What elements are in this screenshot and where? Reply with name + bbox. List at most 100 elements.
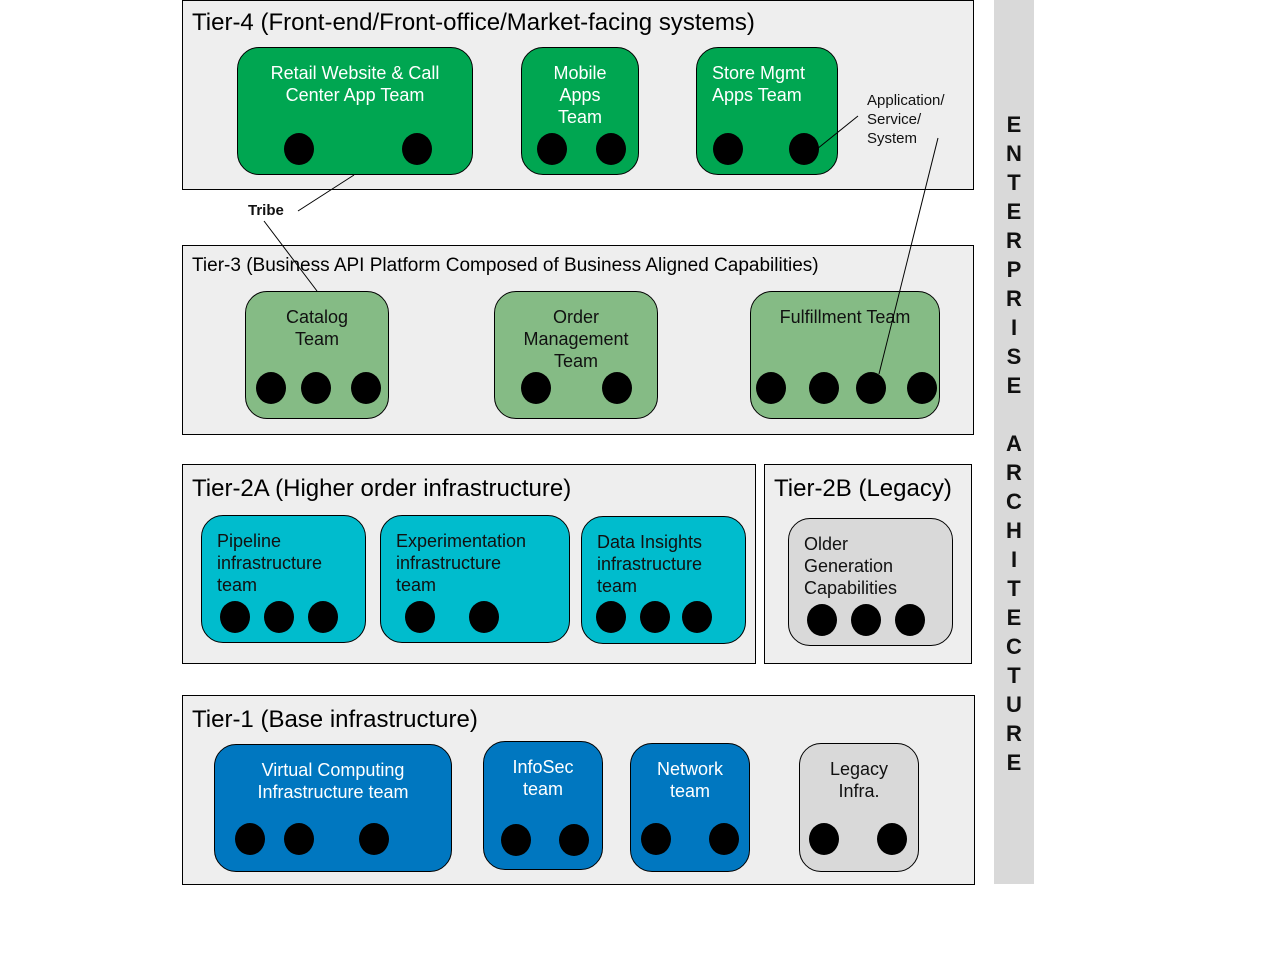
- team-pipeline-infrastructure[interactable]: Pipeline infrastructure team: [201, 515, 366, 643]
- team-retail-website[interactable]: Retail Website & Call Center App Team: [237, 47, 473, 175]
- tier-2a-title: Tier-2A (Higher order infrastructure): [192, 475, 572, 502]
- team-virtual-computing-infrastructure[interactable]: Virtual Computing Infrastructure team: [214, 744, 452, 872]
- app-dot[interactable]: [469, 601, 499, 633]
- app-dot[interactable]: [537, 133, 567, 165]
- app-dot[interactable]: [789, 133, 819, 165]
- tier-3-panel: Tier-3 (Business API Platform Composed o…: [182, 245, 974, 435]
- team-label: Pipeline infrastructure team: [217, 531, 323, 595]
- side-label-letter: R: [1006, 228, 1022, 253]
- app-dot[interactable]: [405, 601, 435, 633]
- team-label: Legacy Infra.: [829, 759, 889, 801]
- team-order-management[interactable]: Order Management Team: [494, 291, 658, 419]
- app-dot[interactable]: [235, 823, 265, 855]
- app-dot[interactable]: [807, 604, 837, 636]
- team-label: Virtual Computing Infrastructure team: [257, 760, 409, 802]
- side-label-letter: R: [1006, 721, 1022, 746]
- tier-4-panel: Tier-4 (Front-end/Front-office/Market-fa…: [182, 0, 974, 190]
- team-label: Older Generation Capabilities: [804, 534, 898, 598]
- app-dot[interactable]: [713, 133, 743, 165]
- tier-1-title: Tier-1 (Base infrastructure): [192, 706, 478, 733]
- team-mobile-apps[interactable]: Mobile Apps Team: [521, 47, 639, 175]
- team-label: Network team: [656, 759, 723, 801]
- side-label-letter: I: [1010, 315, 1018, 340]
- app-dot[interactable]: [256, 372, 286, 404]
- team-label: Mobile Apps Team: [553, 63, 607, 127]
- side-label-letter: R: [1006, 460, 1022, 485]
- app-dot[interactable]: [308, 601, 338, 633]
- team-label: Data Insights infrastructure team: [597, 532, 703, 596]
- team-fulfillment[interactable]: Fulfillment Team: [750, 291, 940, 419]
- app-dot[interactable]: [895, 604, 925, 636]
- app-dot[interactable]: [641, 823, 671, 855]
- side-label-letter: I: [1010, 547, 1018, 572]
- side-label-letter: T: [1007, 576, 1021, 601]
- app-dot[interactable]: [877, 823, 907, 855]
- app-dot[interactable]: [596, 133, 626, 165]
- tier-2b-title: Tier-2B (Legacy): [774, 475, 952, 502]
- app-dot[interactable]: [264, 601, 294, 633]
- team-label: Order Management Team: [523, 307, 629, 371]
- side-label-letter: C: [1006, 489, 1022, 514]
- side-label-letter: E: [1006, 199, 1022, 224]
- team-label: Retail Website & Call Center App Team: [270, 63, 440, 105]
- tier-4-title: Tier-4 (Front-end/Front-office/Market-fa…: [192, 9, 755, 36]
- app-dot[interactable]: [851, 604, 881, 636]
- app-dot[interactable]: [402, 133, 432, 165]
- app-dot[interactable]: [351, 372, 381, 404]
- app-dot[interactable]: [220, 601, 250, 633]
- app-dot[interactable]: [559, 824, 589, 856]
- side-label-letter: T: [1007, 170, 1021, 195]
- tier-2b-panel: Tier-2B (Legacy) Older Generation Capabi…: [764, 464, 972, 664]
- app-dot[interactable]: [856, 372, 886, 404]
- app-dot[interactable]: [809, 372, 839, 404]
- app-dot[interactable]: [301, 372, 331, 404]
- app-dot[interactable]: [284, 823, 314, 855]
- team-catalog[interactable]: Catalog Team: [245, 291, 389, 419]
- tribe-annotation: Tribe: [248, 202, 284, 219]
- side-label-letter: [994, 400, 1034, 429]
- tier-2a-panel: Tier-2A (Higher order infrastructure) Pi…: [182, 464, 756, 664]
- team-infosec[interactable]: InfoSec team: [483, 741, 603, 870]
- tier-3-title: Tier-3 (Business API Platform Composed o…: [192, 255, 819, 276]
- team-label: Catalog Team: [285, 307, 349, 349]
- side-label-letter: R: [1006, 286, 1022, 311]
- tier-1-panel: Tier-1 (Base infrastructure) Virtual Com…: [182, 695, 975, 885]
- app-dot[interactable]: [907, 372, 937, 404]
- app-dot[interactable]: [359, 823, 389, 855]
- team-network[interactable]: Network team: [630, 743, 750, 872]
- app-dot[interactable]: [501, 824, 531, 856]
- side-label-letter: A: [1006, 431, 1022, 456]
- app-dot[interactable]: [596, 601, 626, 633]
- team-data-insights-infrastructure[interactable]: Data Insights infrastructure team: [581, 516, 746, 644]
- team-label: Store Mgmt Apps Team: [712, 63, 806, 105]
- side-label-letter: U: [1006, 692, 1022, 717]
- app-dot[interactable]: [284, 133, 314, 165]
- app-dot[interactable]: [521, 372, 551, 404]
- team-store-mgmt[interactable]: Store Mgmt Apps Team: [696, 47, 838, 175]
- side-label-letter: T: [1007, 663, 1021, 688]
- side-label-letter: E: [1006, 605, 1022, 630]
- team-label: Experimentation infrastructure team: [396, 531, 527, 595]
- side-label-letter: E: [1006, 373, 1022, 398]
- side-label-letter: N: [1006, 141, 1022, 166]
- side-label-letter: P: [1006, 257, 1022, 282]
- side-label-letter: E: [1006, 750, 1022, 775]
- side-label-letter: C: [1006, 634, 1022, 659]
- app-dot[interactable]: [709, 823, 739, 855]
- application-annotation: Application/ Service/ System: [867, 92, 945, 147]
- team-label: Fulfillment Team: [779, 307, 911, 327]
- team-label: InfoSec team: [512, 757, 574, 799]
- app-dot[interactable]: [682, 601, 712, 633]
- app-dot[interactable]: [756, 372, 786, 404]
- side-label-letter: H: [1006, 518, 1022, 543]
- app-dot[interactable]: [602, 372, 632, 404]
- side-label-letter: S: [1006, 344, 1022, 369]
- team-legacy-infra[interactable]: Legacy Infra.: [799, 743, 919, 872]
- team-experimentation-infrastructure[interactable]: Experimentation infrastructure team: [380, 515, 570, 643]
- team-older-generation-capabilities[interactable]: Older Generation Capabilities: [788, 518, 953, 646]
- app-dot[interactable]: [640, 601, 670, 633]
- app-dot[interactable]: [809, 823, 839, 855]
- side-label-letter: E: [1006, 112, 1022, 137]
